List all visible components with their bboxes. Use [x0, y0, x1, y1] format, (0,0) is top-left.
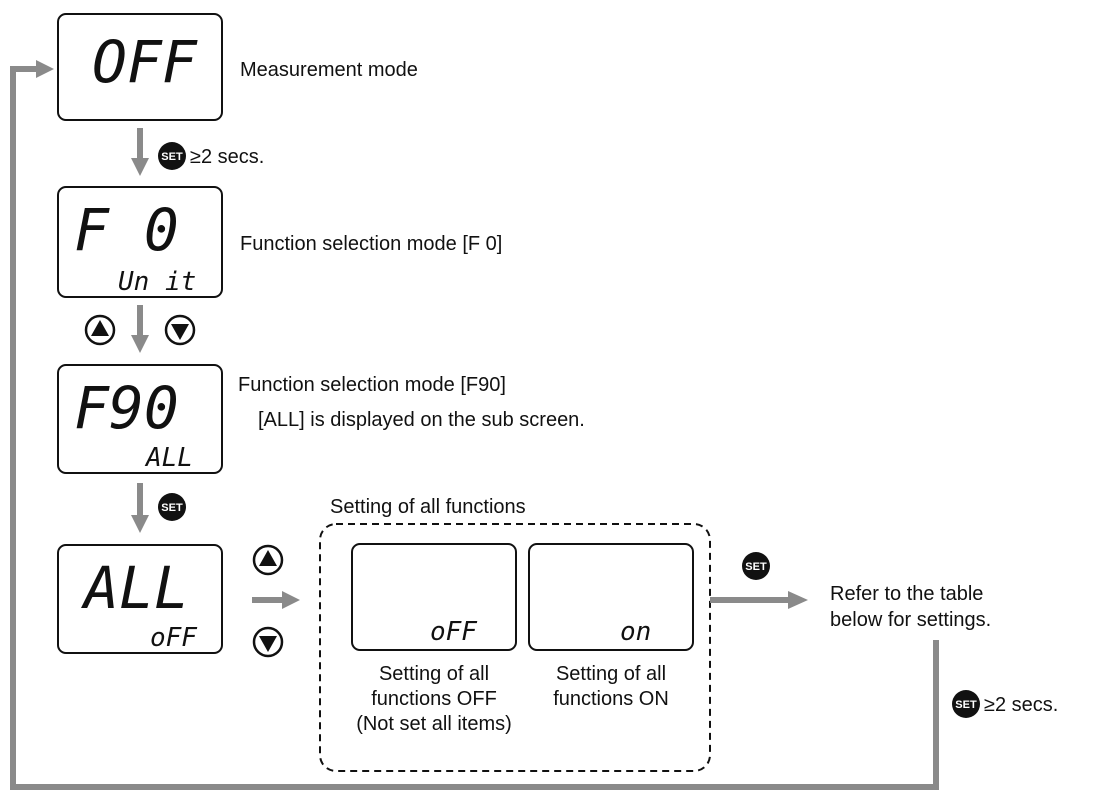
- svg-text:SET: SET: [955, 699, 977, 711]
- refer-table-line-1: Refer to the table: [830, 583, 983, 605]
- arrow-all-to-options: [252, 591, 300, 609]
- all-sub-screen-label: [ALL] is displayed on the sub screen.: [258, 409, 585, 431]
- display-all-sub: oFF: [150, 623, 198, 653]
- svg-text:SET: SET: [161, 502, 183, 514]
- display-all-setting: ALL oFF: [57, 544, 223, 654]
- set-button-icon: SET: [158, 142, 186, 170]
- display-f0-sub: Un it: [118, 267, 196, 297]
- option-on-caption-line-1: Setting of all: [556, 663, 666, 685]
- down-button-icon: [164, 314, 196, 346]
- display-measurement-mode: OFF: [57, 13, 223, 121]
- measurement-mode-label: Measurement mode: [240, 59, 418, 81]
- display-function-f0: F 0 Un it: [57, 186, 223, 298]
- svg-text:SET: SET: [745, 561, 767, 573]
- set-button-icon: SET: [952, 690, 980, 718]
- set-button-icon: SET: [158, 493, 186, 521]
- arrow-f90-to-all: [131, 483, 149, 533]
- option-off-caption-line-1: Setting of all: [379, 663, 489, 685]
- option-on-panel: on: [528, 543, 694, 651]
- display-f0-main: F 0: [74, 196, 179, 264]
- function-selection-f0-label: Function selection mode [F 0]: [240, 233, 502, 255]
- svg-text:SET: SET: [161, 151, 183, 163]
- arrow-f0-to-f90: [131, 305, 149, 353]
- set-button-icon: SET: [742, 552, 770, 580]
- up-button-icon: [252, 544, 284, 576]
- arrow-options-to-table: [710, 591, 808, 609]
- up-button-icon: [84, 314, 116, 346]
- set-hold-label-1: ≥2 secs.: [190, 146, 264, 168]
- display-measurement-main: OFF: [92, 28, 198, 96]
- set-hold-label-2: ≥2 secs.: [984, 694, 1058, 716]
- display-f90-main: F90: [74, 374, 179, 442]
- display-function-f90: F90 ALL: [57, 364, 223, 474]
- option-on-sub: on: [620, 617, 651, 647]
- arrow-measurement-to-f0: [131, 128, 149, 176]
- display-f90-sub: ALL: [144, 443, 193, 473]
- down-button-icon: [252, 626, 284, 658]
- option-off-caption-line-3: (Not set all items): [356, 713, 512, 735]
- display-all-main: ALL: [81, 554, 189, 622]
- refer-table-line-2: below for settings.: [830, 609, 991, 631]
- function-selection-f90-label: Function selection mode [F90]: [238, 374, 506, 396]
- option-off-panel: oFF: [351, 543, 517, 651]
- option-off-caption-line-2: functions OFF: [371, 688, 497, 710]
- return-arrow-path: [10, 60, 939, 790]
- setting-of-all-functions-label: Setting of all functions: [330, 496, 526, 518]
- option-off-sub: oFF: [430, 617, 478, 647]
- option-on-caption-line-2: functions ON: [553, 688, 669, 710]
